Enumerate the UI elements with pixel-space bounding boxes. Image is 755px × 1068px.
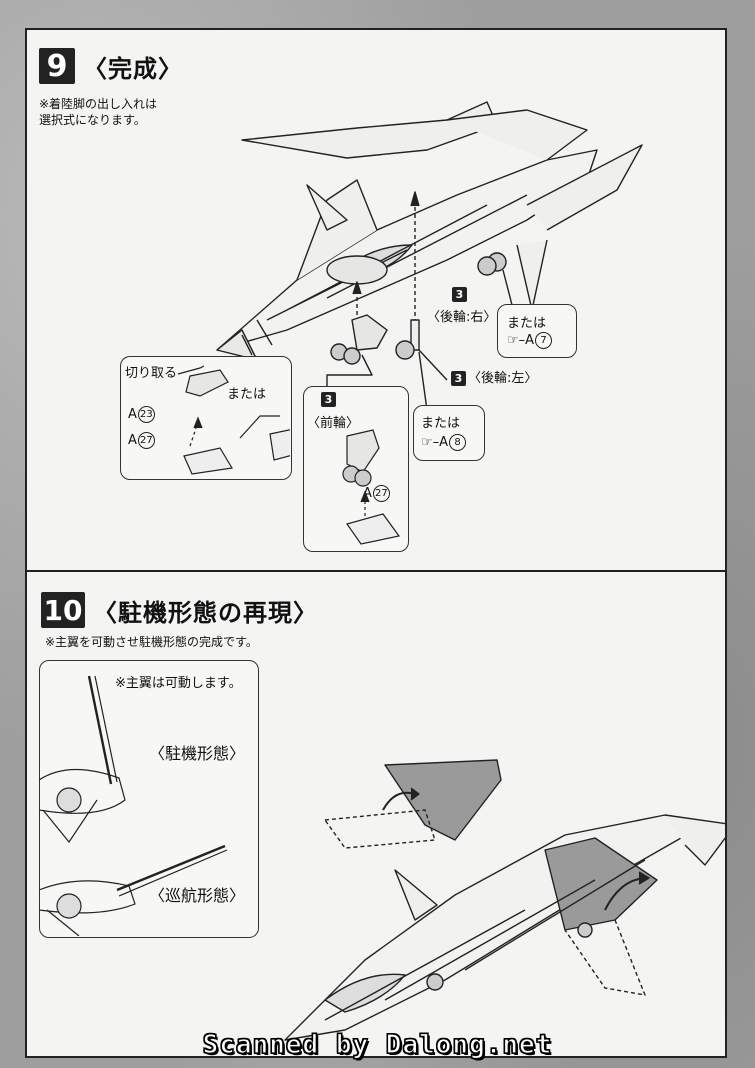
or-left-label: または [227,387,267,402]
front-wheel-label: 〈前輪〉 [307,416,360,431]
wing-inset-drawing [39,675,228,936]
instruction-sheet: 9 〈完成〉 ※着陸脚の出し入れは 選択式になります。 [25,28,727,1058]
cruise-mode-label: 〈巡航形態〉 [149,886,246,905]
or-right-box [497,304,577,358]
parked-mode-label: 〈駐機形態〉 [149,744,246,763]
step10-note: ※主翼を可動させ駐機形態の完成です。 [45,635,258,649]
step9-title: 〈完成〉 [83,54,183,83]
step9-number: 9 [39,48,75,84]
step10-title: 〈駐機形態の再現〉 [93,598,318,627]
rear-right-badge: 3 [452,287,467,302]
front-wheel-drawing [342,429,401,545]
rear-right-label: 〈後輪:右〉 [427,310,497,325]
step10-number: 10 [41,592,85,628]
panel-divider [27,570,725,572]
rear-left-label: 3〈後輪:左〉 [451,367,537,386]
step9-note: ※着陸脚の出し入れは 選択式になります。 [39,97,158,127]
or-mid-box [413,405,485,461]
step10-header: 10 〈駐機形態の再現〉 [41,592,318,628]
or-right-label: または [507,316,547,331]
inset-note: ※主翼は可動します。 [115,676,242,691]
cut-off-label: 切り取る [125,366,178,381]
scan-watermark: Scanned by Dalong.net [202,1029,553,1060]
or-mid-label: または [421,416,461,431]
step9-header: 9 〈完成〉 [39,48,183,84]
cut-parts-drawing [177,365,290,475]
step9-aircraft-drawing [216,101,643,421]
front-badge: 3 [321,392,336,407]
step10-aircraft-drawing [284,759,725,1041]
